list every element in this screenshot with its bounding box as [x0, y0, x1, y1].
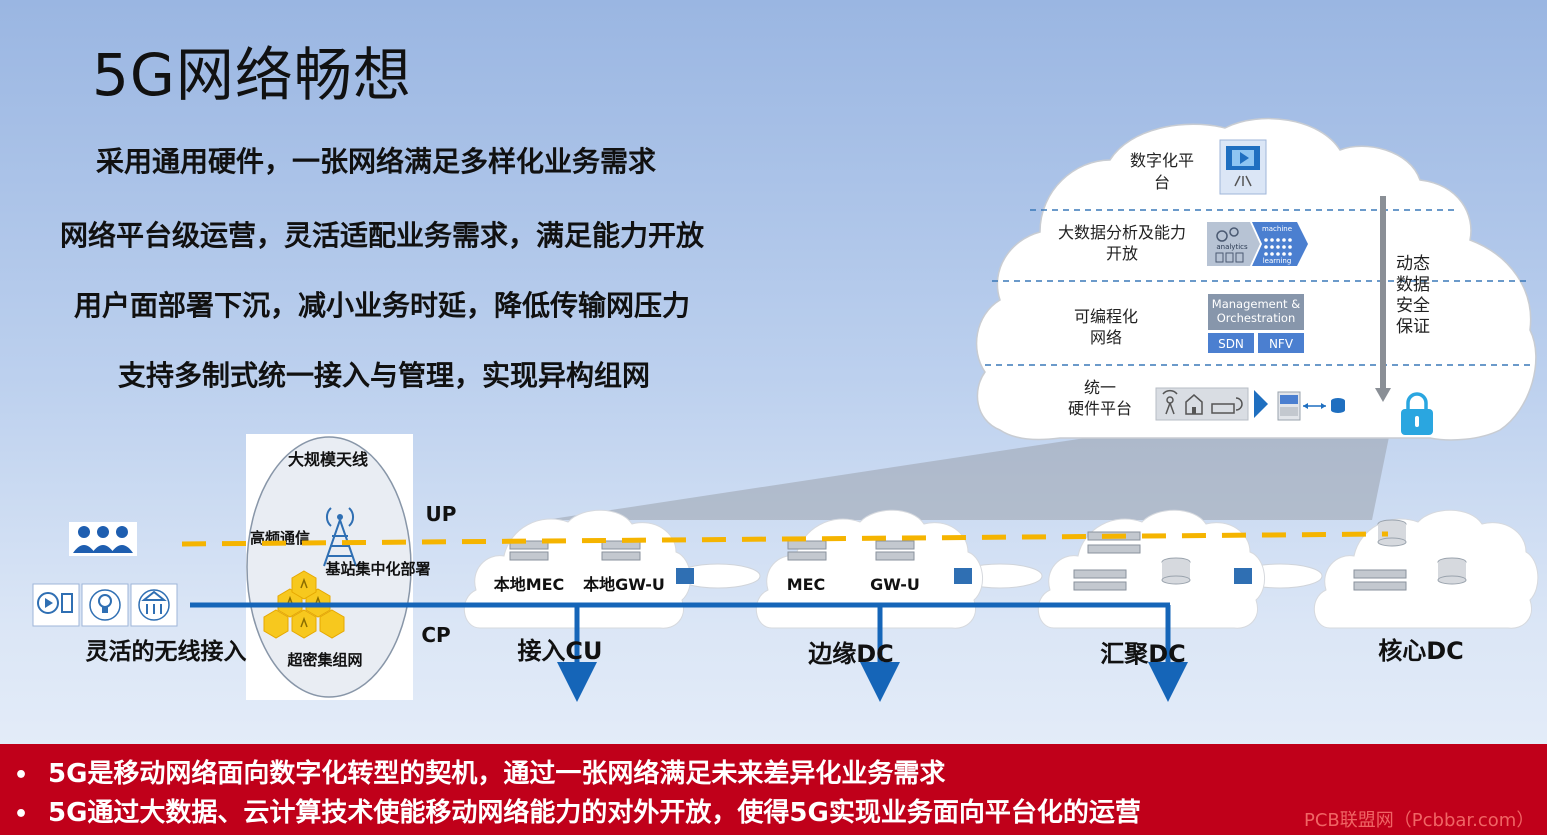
layer-hardware-label-1: 统一	[1084, 378, 1116, 397]
user-plane-line	[181, 531, 1389, 547]
mano-sdn-nfv-badge: Management & Orchestration SDN NFV	[1208, 294, 1304, 353]
sdn-text: SDN	[1218, 337, 1244, 351]
summary-bullet-1: • 5G是移动网络面向数字化转型的契机，通过一张网络满足未来差异化业务需求	[0, 753, 945, 790]
edge-dc-label: 边缘DC	[808, 640, 894, 668]
up-label: UP	[426, 502, 457, 526]
mec-label: MEC	[787, 575, 826, 594]
massive-antenna-label: 大规模天线	[288, 450, 368, 469]
analytics-text: analytics	[1216, 243, 1248, 251]
lock-icon	[1401, 392, 1433, 435]
server-rack-icon	[1277, 391, 1301, 421]
security-label-1: 动态	[1396, 254, 1430, 274]
layer-big-data-label-1: 大数据分析及能力	[1058, 223, 1186, 242]
page-title: 5G网络畅想	[92, 41, 412, 109]
core-dc-label: 核心DC	[1378, 637, 1464, 665]
gwu-label: GW-U	[870, 575, 920, 594]
summary-text-2: 5G通过大数据、云计算技术使能移动网络能力的对外开放，使得5G实现业务面向平台化…	[48, 798, 1141, 828]
point-multi-mode-access: 支持多制式统一接入与管理，实现异构组网	[118, 359, 651, 392]
dc-cloud-aggregation	[1037, 509, 1266, 629]
cp-label: CP	[421, 623, 450, 647]
summary-bar	[0, 744, 1547, 835]
machine-text: machine	[1262, 225, 1292, 233]
database-icon	[1331, 398, 1345, 413]
users-icon	[69, 522, 137, 556]
mano-text-1: Management &	[1212, 297, 1300, 311]
home-icon	[1185, 394, 1203, 415]
security-label-4: 保证	[1396, 317, 1430, 337]
architecture-cloud	[975, 117, 1537, 441]
layer-digital-platform-label-2: 台	[1154, 173, 1170, 192]
access-cu-label: 接入CU	[517, 637, 602, 665]
security-label-2: 数据	[1396, 275, 1430, 295]
network-diagram: 数字化平 台 大数据分析及能力 开放 analytics machine	[32, 117, 1539, 702]
centralized-label: 基站集中化部署	[324, 560, 430, 578]
analytics-badge: analytics machine learning	[1207, 222, 1308, 266]
dc-cloud-core	[1313, 509, 1539, 629]
digital-platform-icon	[1219, 139, 1267, 195]
summary-text-1: 5G是移动网络面向数字化转型的契机，通过一张网络满足未来差异化业务需求	[48, 759, 946, 789]
local-mec-label: 本地MEC	[494, 575, 565, 594]
nfv-text: NFV	[1269, 337, 1294, 351]
layer-digital-platform-label-1: 数字化平	[1130, 151, 1194, 170]
aggregation-dc-label: 汇聚DC	[1100, 640, 1186, 668]
layer-programmable-label-2: 网络	[1090, 328, 1122, 347]
wireless-access-label: 灵活的无线接入	[86, 638, 247, 665]
point-user-plane-sinking: 用户面部署下沉，减小业务时延，降低传输网压力	[74, 289, 691, 322]
security-label-3: 安全	[1396, 296, 1430, 316]
bullet-dot-2: •	[14, 802, 29, 827]
hardware-icons	[1155, 387, 1345, 421]
antenna-small-icon	[1162, 389, 1178, 415]
summary-bullet-2: • 5G通过大数据、云计算技术使能移动网络能力的对外开放，使得5G实现业务面向平台…	[0, 792, 1141, 829]
iot-devices-icon	[32, 583, 178, 627]
layer-programmable-label-1: 可编程化	[1074, 307, 1138, 326]
watermark: PCB联盟网（Pcbbar.com）	[1304, 810, 1535, 831]
router-icon	[1211, 397, 1243, 414]
dc-cloud-edge	[755, 509, 984, 629]
local-gwu-label: 本地GW-U	[583, 575, 665, 594]
mano-text-2: Orchestration	[1217, 311, 1296, 325]
perspective-wedge	[545, 432, 1390, 520]
point-platform-operation: 网络平台级运营，灵活适配业务需求，满足能力开放	[60, 219, 705, 252]
point-common-hardware: 采用通用硬件，一张网络满足多样化业务需求	[96, 145, 657, 178]
layer-big-data-label-2: 开放	[1106, 244, 1138, 263]
learning-text: learning	[1263, 257, 1292, 265]
ultra-dense-label: 超密集组网	[286, 651, 362, 669]
bullet-dot-1: •	[14, 763, 29, 788]
layer-hardware-label-2: 硬件平台	[1068, 399, 1132, 418]
